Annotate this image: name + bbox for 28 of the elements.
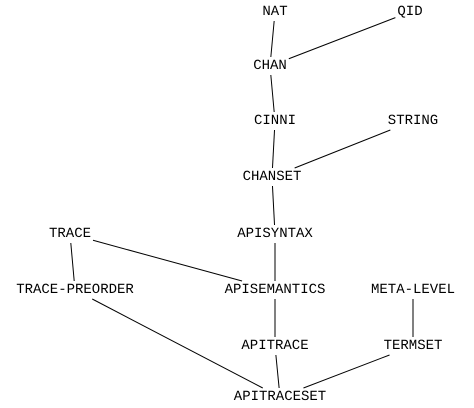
- node-label: APITRACE: [239, 337, 311, 355]
- node-label: APISEMANTICS: [222, 281, 328, 299]
- connector-line: [302, 354, 390, 388]
- connector-line: [412, 298, 414, 338]
- node-label: STRING: [386, 112, 440, 130]
- connector-line: [275, 354, 280, 388]
- connector-line: [294, 130, 391, 168]
- node-label: CHANSET: [240, 168, 304, 186]
- node-label: CINNI: [252, 112, 298, 130]
- connector-line: [270, 20, 275, 58]
- connector-line: [272, 186, 276, 226]
- node-label: NAT: [260, 3, 290, 21]
- connector-line: [270, 74, 275, 112]
- node-label: TERMSET: [382, 337, 444, 355]
- connector-line: [272, 130, 276, 168]
- node-label: APISYNTAX: [235, 225, 315, 243]
- node-label: CHAN: [251, 57, 289, 75]
- node-label: TRACE: [47, 225, 93, 243]
- node-label: TRACE-PREORDER: [14, 281, 136, 299]
- node-label: META-LEVEL: [369, 281, 457, 299]
- connector-line: [274, 298, 276, 338]
- connector-line: [92, 298, 264, 388]
- connector-line: [288, 17, 396, 60]
- connector-line: [92, 240, 243, 282]
- node-label: APITRACESET: [232, 388, 328, 406]
- node-label: QID: [395, 3, 425, 21]
- connector-line: [274, 242, 276, 282]
- connector-line: [70, 242, 75, 282]
